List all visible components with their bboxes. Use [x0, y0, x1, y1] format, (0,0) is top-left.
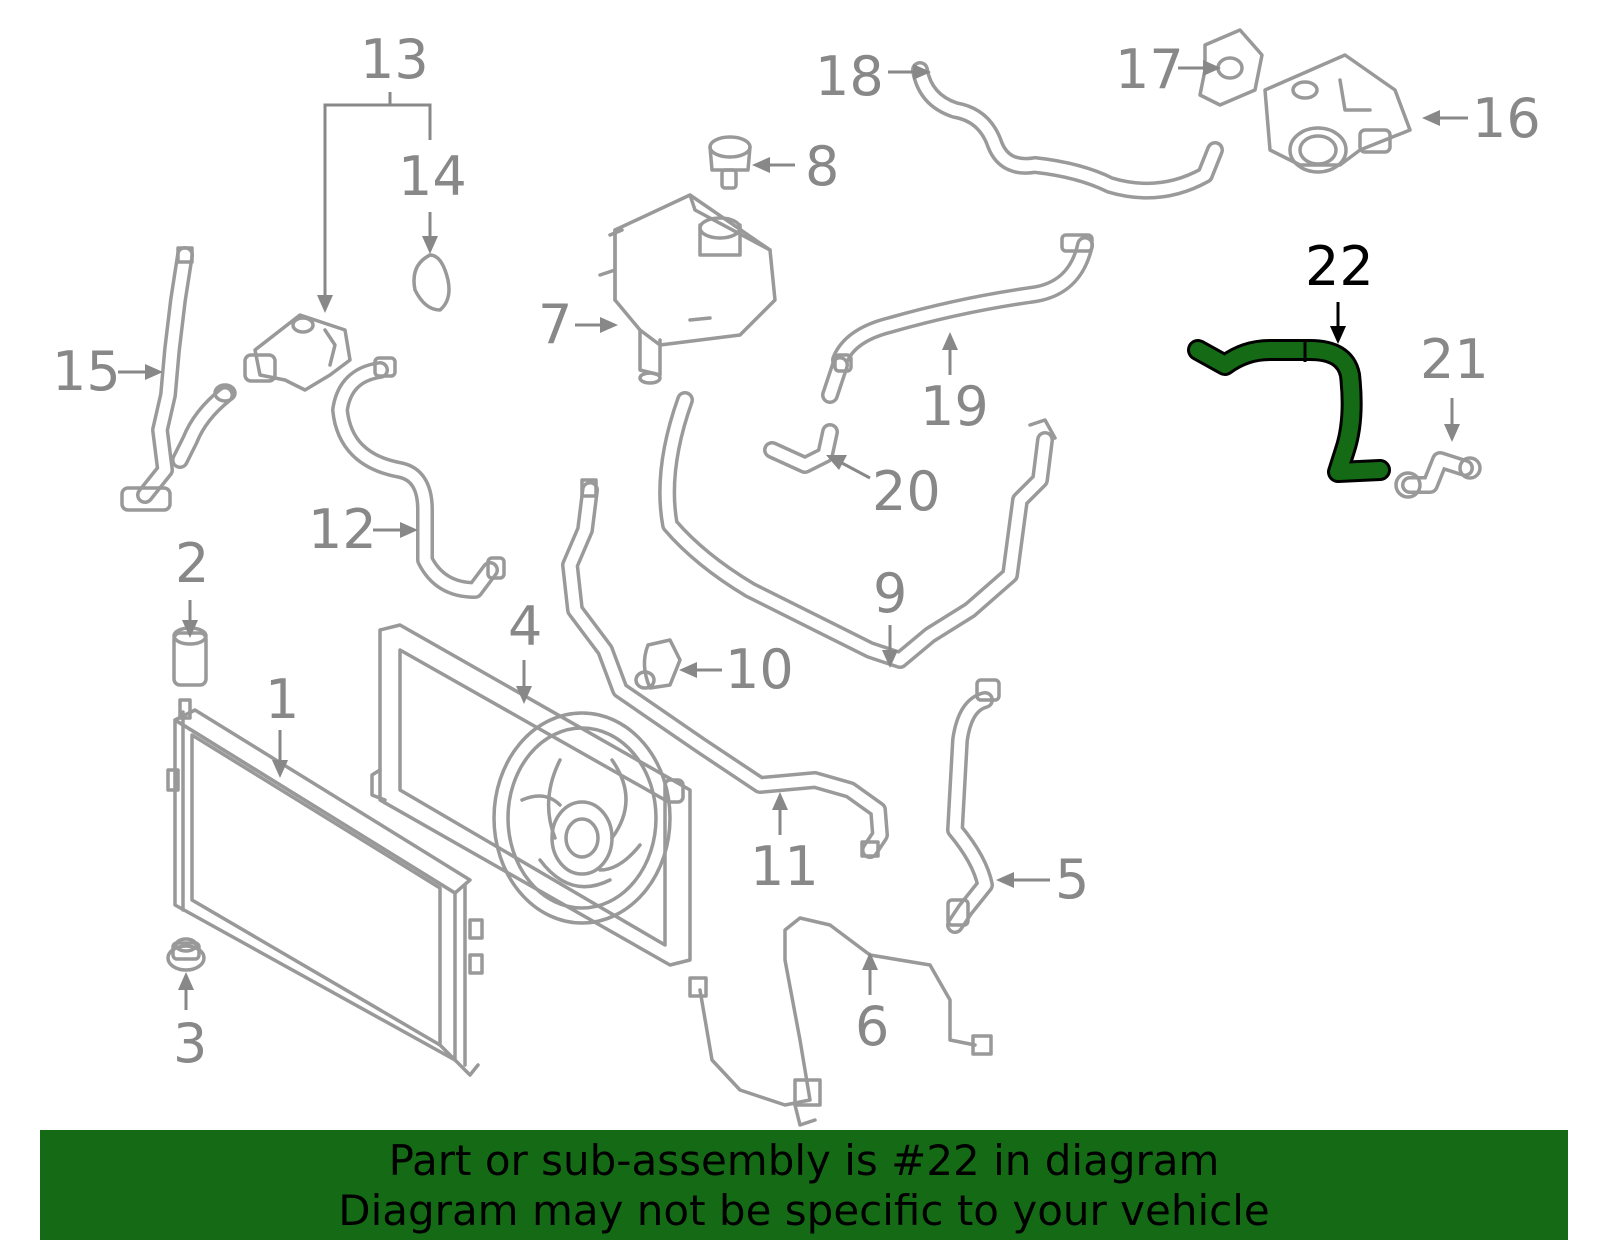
- callout-15: 15: [52, 340, 121, 403]
- callout-19: 19: [920, 375, 989, 438]
- part-8-reservoir-cap[interactable]: [708, 135, 752, 190]
- callout-3: 3: [173, 1012, 207, 1075]
- callout-17: 17: [1115, 38, 1184, 101]
- callout-4: 4: [508, 595, 542, 658]
- part-22-highlighted-hose[interactable]: [1187, 339, 1391, 483]
- callout-11: 11: [750, 835, 819, 898]
- callout-6: 6: [855, 995, 889, 1058]
- callout-labels: 1 2 3 4 5 6 7 8 9 10 11 12 13 14 15 16 1…: [52, 28, 1541, 1075]
- callout-21: 21: [1420, 328, 1489, 391]
- part-9-long-hose[interactable]: [658, 391, 1057, 669]
- part-6-wiring-harness[interactable]: [688, 916, 993, 1127]
- part-18-hose[interactable]: [911, 61, 1224, 200]
- part-11-hose[interactable]: [561, 478, 889, 859]
- callout-1: 1: [265, 668, 299, 731]
- part-12-hose[interactable]: [331, 356, 506, 599]
- part-10-clip[interactable]: [634, 638, 682, 690]
- part-20-elbow-hose[interactable]: [763, 423, 839, 474]
- callout-14: 14: [398, 145, 467, 208]
- callout-9: 9: [873, 562, 907, 625]
- banner-line-1: Part or sub-assembly is #22 in diagram: [388, 1136, 1220, 1185]
- callout-16: 16: [1472, 87, 1541, 150]
- part-4-fan-assembly[interactable]: [370, 623, 692, 967]
- callout-7: 7: [538, 293, 572, 356]
- callout-2: 2: [175, 532, 209, 595]
- part-13-housing[interactable]: [243, 313, 352, 392]
- callout-10: 10: [725, 638, 794, 701]
- banner-line-2: Diagram may not be specific to your vehi…: [338, 1186, 1270, 1235]
- part-3-lower-mount[interactable]: [166, 937, 206, 972]
- callout-18: 18: [815, 45, 884, 108]
- part-15-hose[interactable]: [120, 246, 237, 512]
- callout-20: 20: [872, 460, 941, 523]
- callout-12: 12: [308, 498, 377, 561]
- callout-8: 8: [805, 135, 839, 198]
- callout-13: 13: [360, 28, 429, 91]
- leader-arrows: [118, 60, 1468, 1010]
- part-21-elbow-hose[interactable]: [1394, 451, 1482, 499]
- info-banner: Part or sub-assembly is #22 in diagram D…: [40, 1130, 1568, 1240]
- part-5-hose[interactable]: [946, 678, 1001, 934]
- callout-5: 5: [1055, 848, 1089, 911]
- part-19-hose[interactable]: [821, 233, 1094, 404]
- part-16-water-outlet[interactable]: [1263, 53, 1412, 174]
- callout-22-highlighted: 22: [1305, 235, 1374, 298]
- part-1-radiator[interactable]: [166, 698, 484, 1077]
- part-14-gasket[interactable]: [412, 253, 451, 312]
- part-7-coolant-reservoir[interactable]: [598, 193, 777, 385]
